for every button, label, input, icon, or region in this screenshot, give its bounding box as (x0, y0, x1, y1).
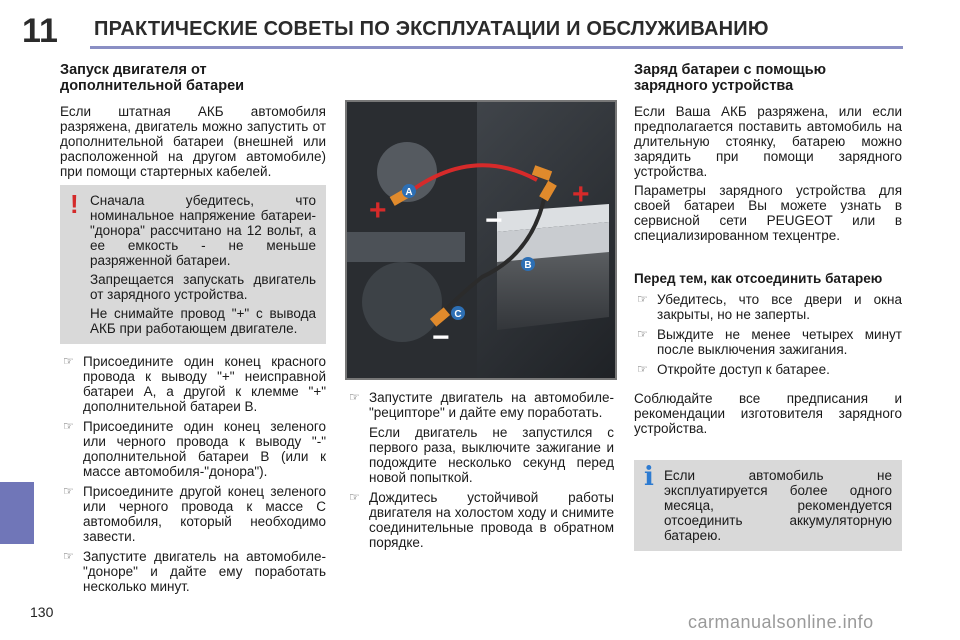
charging-paragraph-1: Если Ваша АКБ разряжена, или если предпо… (634, 104, 902, 179)
hand-pointer-icon: ☞ (63, 354, 74, 368)
check-item: ☞ Выждите не менее четырех минут после вы… (634, 327, 902, 357)
chapter-side-tab (0, 482, 34, 544)
check-text: Убедитесь, что все двери и окна закрыты,… (657, 292, 902, 322)
step-text: Присоедините один конец красного провода… (83, 354, 326, 414)
step-text: Запустите двигатель на автомобиле-"рецип… (369, 390, 614, 420)
hand-pointer-icon: ☞ (637, 362, 648, 376)
minus-sign-c: − (432, 321, 450, 354)
hand-pointer-icon: ☞ (349, 390, 360, 404)
step-text: Запустите двигатель на автомобиле-"донор… (83, 549, 326, 594)
check-item: ☞ Откройте доступ к батарее. (634, 362, 902, 377)
hand-pointer-icon: ☞ (637, 327, 648, 341)
info-icon: i (644, 462, 654, 492)
hand-pointer-icon: ☞ (63, 549, 74, 563)
warning-text-1: Сначала убедитесь, что номинальное напря… (90, 193, 316, 268)
step-item: ☞ Запустите двигатель на автомобиле-"реци… (346, 390, 614, 420)
info-box: i Если автомобиль не эксплуатируется бол… (634, 460, 902, 551)
plus-sign-b: + (572, 178, 590, 211)
label-a: A (405, 187, 412, 198)
subheading-disconnect: Перед тем, как отсоединить батарею (634, 271, 883, 286)
battery-cables-drawing: A B C + + − − (347, 102, 615, 378)
hand-pointer-icon: ☞ (637, 292, 648, 306)
label-b-circle (521, 257, 535, 271)
step-item: ☞ Дождитесь устойчивой работы двигателя н… (346, 490, 614, 550)
hand-pointer-icon: ☞ (349, 490, 360, 504)
check-text: Выждите не менее четырех минут после вык… (657, 327, 902, 357)
step-item: ☞ Присоедините один конец красного провод… (60, 354, 326, 414)
retry-note: Если двигатель не запустился с первого р… (369, 425, 614, 485)
step-text: Дождитесь устойчивой работы двигателя на… (369, 490, 614, 550)
charging-paragraph-3: Соблюдайте все предписания и рекомендаци… (634, 391, 902, 436)
middle-column: ☞ Запустите двигатель на автомобиле-"реци… (346, 390, 614, 555)
intro-paragraph: Если штатная АКБ автомобиля разряжена, д… (60, 104, 326, 179)
hand-pointer-icon: ☞ (63, 484, 74, 498)
warning-text-3: Не снимайте провод "+" с вывода АКБ при … (90, 306, 316, 336)
label-c-circle (451, 306, 465, 320)
plus-sign-a: + (369, 194, 387, 227)
label-c: C (454, 309, 461, 320)
info-text: Если автомобиль не эксплуатируется более… (664, 468, 892, 543)
step-item: ☞ Присоедините другой конец зеленого или … (60, 484, 326, 544)
step-text: Присоедините другой конец зеленого или ч… (83, 484, 326, 544)
warning-text-2: Запрещается запускать двигатель от заряд… (90, 272, 316, 302)
left-column: Запуск двигателя от дополнительной батар… (60, 62, 326, 599)
warning-icon: ! (70, 189, 79, 219)
section-heading-charging: Заряд батареи с помощью зарядного устрой… (634, 62, 826, 94)
label-b: B (524, 260, 531, 271)
step-item: ☞ Запустите двигатель на автомобиле-"доно… (60, 549, 326, 594)
section-heading-jump-start: Запуск двигателя от дополнительной батар… (60, 62, 245, 94)
header-rule (90, 46, 903, 49)
page-number: 130 (30, 604, 54, 620)
jump-start-illustration: A B C + + − − (345, 100, 617, 380)
step-text: Присоедините один конец зеленого или чер… (83, 419, 326, 479)
page-header-title: ПРАКТИЧЕСКИЕ СОВЕТЫ ПО ЭКСПЛУАТАЦИИ И ОБ… (94, 18, 769, 40)
charging-paragraph-2: Параметры зарядного устройства для своей… (634, 183, 902, 243)
hand-pointer-icon: ☞ (63, 419, 74, 433)
chapter-number: 11 (22, 12, 58, 50)
minus-sign-b: − (485, 204, 503, 237)
right-column: Заряд батареи с помощью зарядного устрой… (634, 62, 902, 551)
check-text: Откройте доступ к батарее. (657, 362, 830, 377)
label-a-circle (402, 184, 416, 198)
warning-box: ! Сначала убедитесь, что номинальное нап… (60, 185, 326, 344)
step-item: ☞ Присоедините один конец зеленого или че… (60, 419, 326, 479)
watermark: carmanualsonline.info (688, 612, 874, 632)
check-item: ☞ Убедитесь, что все двери и окна закрыты… (634, 292, 902, 322)
